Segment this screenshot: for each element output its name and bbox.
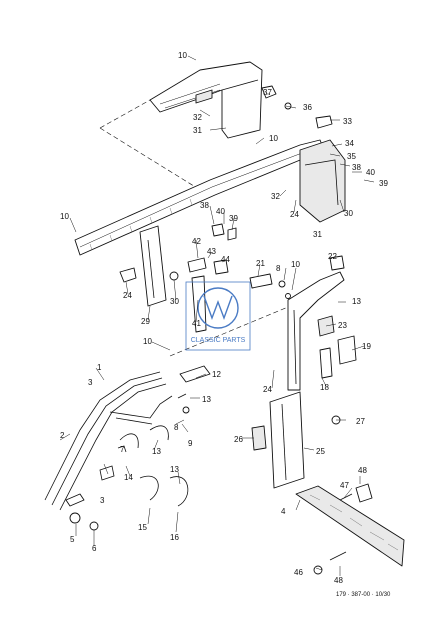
callout: 2 <box>60 431 65 440</box>
callout: 10 <box>178 51 187 60</box>
callout: 24 <box>290 210 299 219</box>
callout: 39 <box>229 214 238 223</box>
callout: 21 <box>256 259 265 268</box>
callout: 44 <box>221 255 230 264</box>
callout: 32 <box>193 113 202 122</box>
callout: 6 <box>92 544 97 553</box>
callout: 25 <box>316 447 325 456</box>
watermark-text: CLASSIC PARTS <box>191 337 246 344</box>
callout: 27 <box>356 417 365 426</box>
callout: 38 <box>352 163 361 172</box>
callout: 13 <box>152 447 161 456</box>
callout: 13 <box>352 297 361 306</box>
lower-rear-panel <box>251 391 305 489</box>
callout: 3 <box>100 496 105 505</box>
grab-handles <box>99 425 189 507</box>
callout: 18 <box>320 383 329 392</box>
callout: 13 <box>170 465 179 474</box>
roof-rail-trim <box>74 139 346 256</box>
callout: 31 <box>313 230 322 239</box>
watermark-logo: CLASSIC PARTS <box>185 281 251 351</box>
callout: 1 <box>97 363 102 372</box>
callout: 10 <box>269 134 278 143</box>
callout: 30 <box>170 297 179 306</box>
callout: 39 <box>379 179 388 188</box>
callout: 24 <box>123 291 132 300</box>
callout: 30 <box>344 209 353 218</box>
callout: 13 <box>202 395 211 404</box>
callout: 8 <box>276 264 281 273</box>
center-pillar-trim <box>119 225 179 307</box>
callout: 12 <box>212 370 221 379</box>
callout: 24 <box>263 385 272 394</box>
callout: 41 <box>192 319 201 328</box>
callout: 15 <box>138 523 147 532</box>
callout: 14 <box>124 473 133 482</box>
callout: 31 <box>193 126 202 135</box>
callout: 37 <box>263 88 272 97</box>
callout: 10 <box>60 212 69 221</box>
rear-side-panel-upper <box>149 61 333 139</box>
right-pillar-trim <box>287 255 357 391</box>
callout: 40 <box>366 168 375 177</box>
callout: 35 <box>347 152 356 161</box>
callout: 33 <box>343 117 352 126</box>
callout: 8 <box>174 423 179 432</box>
callout: 29 <box>141 317 150 326</box>
callout: 3 <box>88 378 93 387</box>
callout: 42 <box>192 237 201 246</box>
callout-labels: 10 37 36 32 31 33 34 35 38 39 40 10 32 2… <box>60 51 391 598</box>
callout: 19 <box>362 342 371 351</box>
leader-lines <box>59 55 375 576</box>
callout: 10 <box>143 337 152 346</box>
callout: 5 <box>70 535 75 544</box>
callout: 43 <box>207 247 216 256</box>
callout: 48 <box>334 576 343 585</box>
drawing-code: 179 · 387-00 · 10/30 <box>336 592 391 598</box>
callout: 32 <box>271 192 280 201</box>
callout: 46 <box>294 568 303 577</box>
callout: 4 <box>281 507 286 516</box>
callout: 26 <box>234 435 243 444</box>
callout: 16 <box>170 533 179 542</box>
callout: 40 <box>216 207 225 216</box>
clip-group-middle <box>187 223 291 333</box>
screws-bottom-left <box>69 393 341 531</box>
callout: 48 <box>358 466 367 475</box>
callout: 34 <box>345 139 354 148</box>
callout: 47 <box>340 481 349 490</box>
callout: 23 <box>338 321 347 330</box>
callout: 9 <box>188 439 193 448</box>
door-seal-strip <box>44 365 211 511</box>
callout: 7 <box>120 445 125 454</box>
callout: 36 <box>303 103 312 112</box>
callout: 38 <box>200 201 209 210</box>
callout: 22 <box>328 252 337 261</box>
sill-trim-strip <box>295 483 405 575</box>
callout: 10 <box>291 260 300 269</box>
